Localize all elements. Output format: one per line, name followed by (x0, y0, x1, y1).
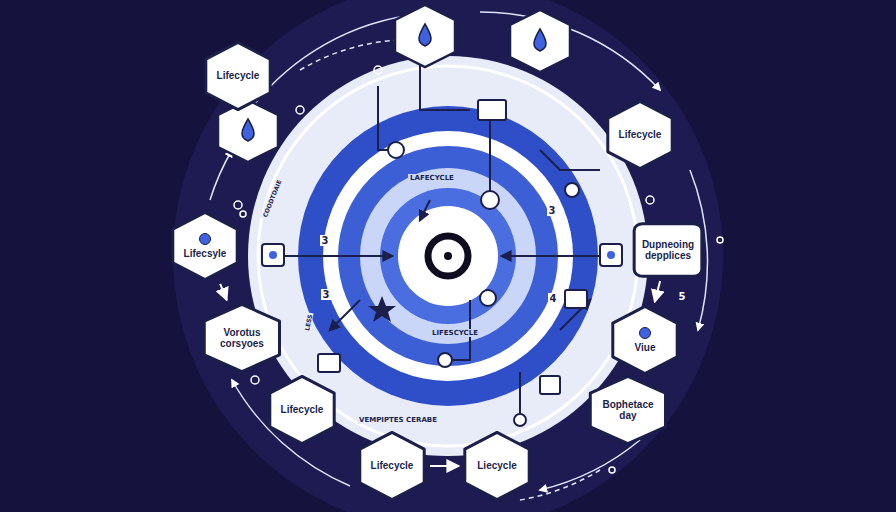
hexagon-node: Lifecycle (203, 41, 273, 111)
node-label: Lifecycle (371, 460, 414, 472)
node-label: Dupneoing depplices (640, 239, 696, 262)
callout-number: 3 (321, 289, 332, 300)
ring-label: COODTDAIE (261, 176, 284, 219)
hexagon-outline (170, 211, 240, 281)
hexagon-node: Bophetace day (587, 375, 669, 445)
ring-label: LESS (302, 311, 313, 332)
callout-number: 3 (320, 235, 331, 246)
hexagon-node: Lifecycle (267, 375, 337, 445)
ring-label: LAFECYCLE (408, 174, 456, 182)
node-label: Lifecycle (217, 70, 260, 82)
callout-number: 3 (547, 205, 558, 216)
callout-number: 4 (548, 293, 559, 304)
flow-arrow (220, 284, 227, 300)
hexagon-node: Lifecycle (605, 100, 675, 170)
hexagon-node: Lifecsyle (170, 211, 240, 281)
callout-number: 5 (677, 291, 688, 302)
node-label: Lifecsyle (184, 248, 227, 260)
node-icon (639, 327, 651, 339)
hexagon-outline (610, 305, 680, 375)
node-icon (199, 233, 211, 245)
hexagon-node: Vorotus corsyoes (201, 303, 283, 373)
hexagon-node: Viue (610, 305, 680, 375)
node-label: Viue (635, 342, 656, 354)
process-box: Dupneoing depplices (632, 222, 704, 278)
hexagon-node: Liecycle (462, 431, 532, 501)
flow-arrow (430, 465, 459, 467)
flow-arrow (655, 281, 660, 302)
node-label: Liecycle (477, 460, 516, 472)
node-label: Bophetace day (600, 399, 656, 422)
ring-label: LIFESCYCLE (430, 329, 480, 337)
hexagon-node: Lifecycle (357, 431, 427, 501)
node-label: Lifecycle (281, 404, 324, 416)
node-label: Lifecycle (619, 129, 662, 141)
ring-label: VEMPIPTES CERABE (357, 416, 439, 424)
node-label: Vorotus corsyoes (214, 327, 270, 350)
